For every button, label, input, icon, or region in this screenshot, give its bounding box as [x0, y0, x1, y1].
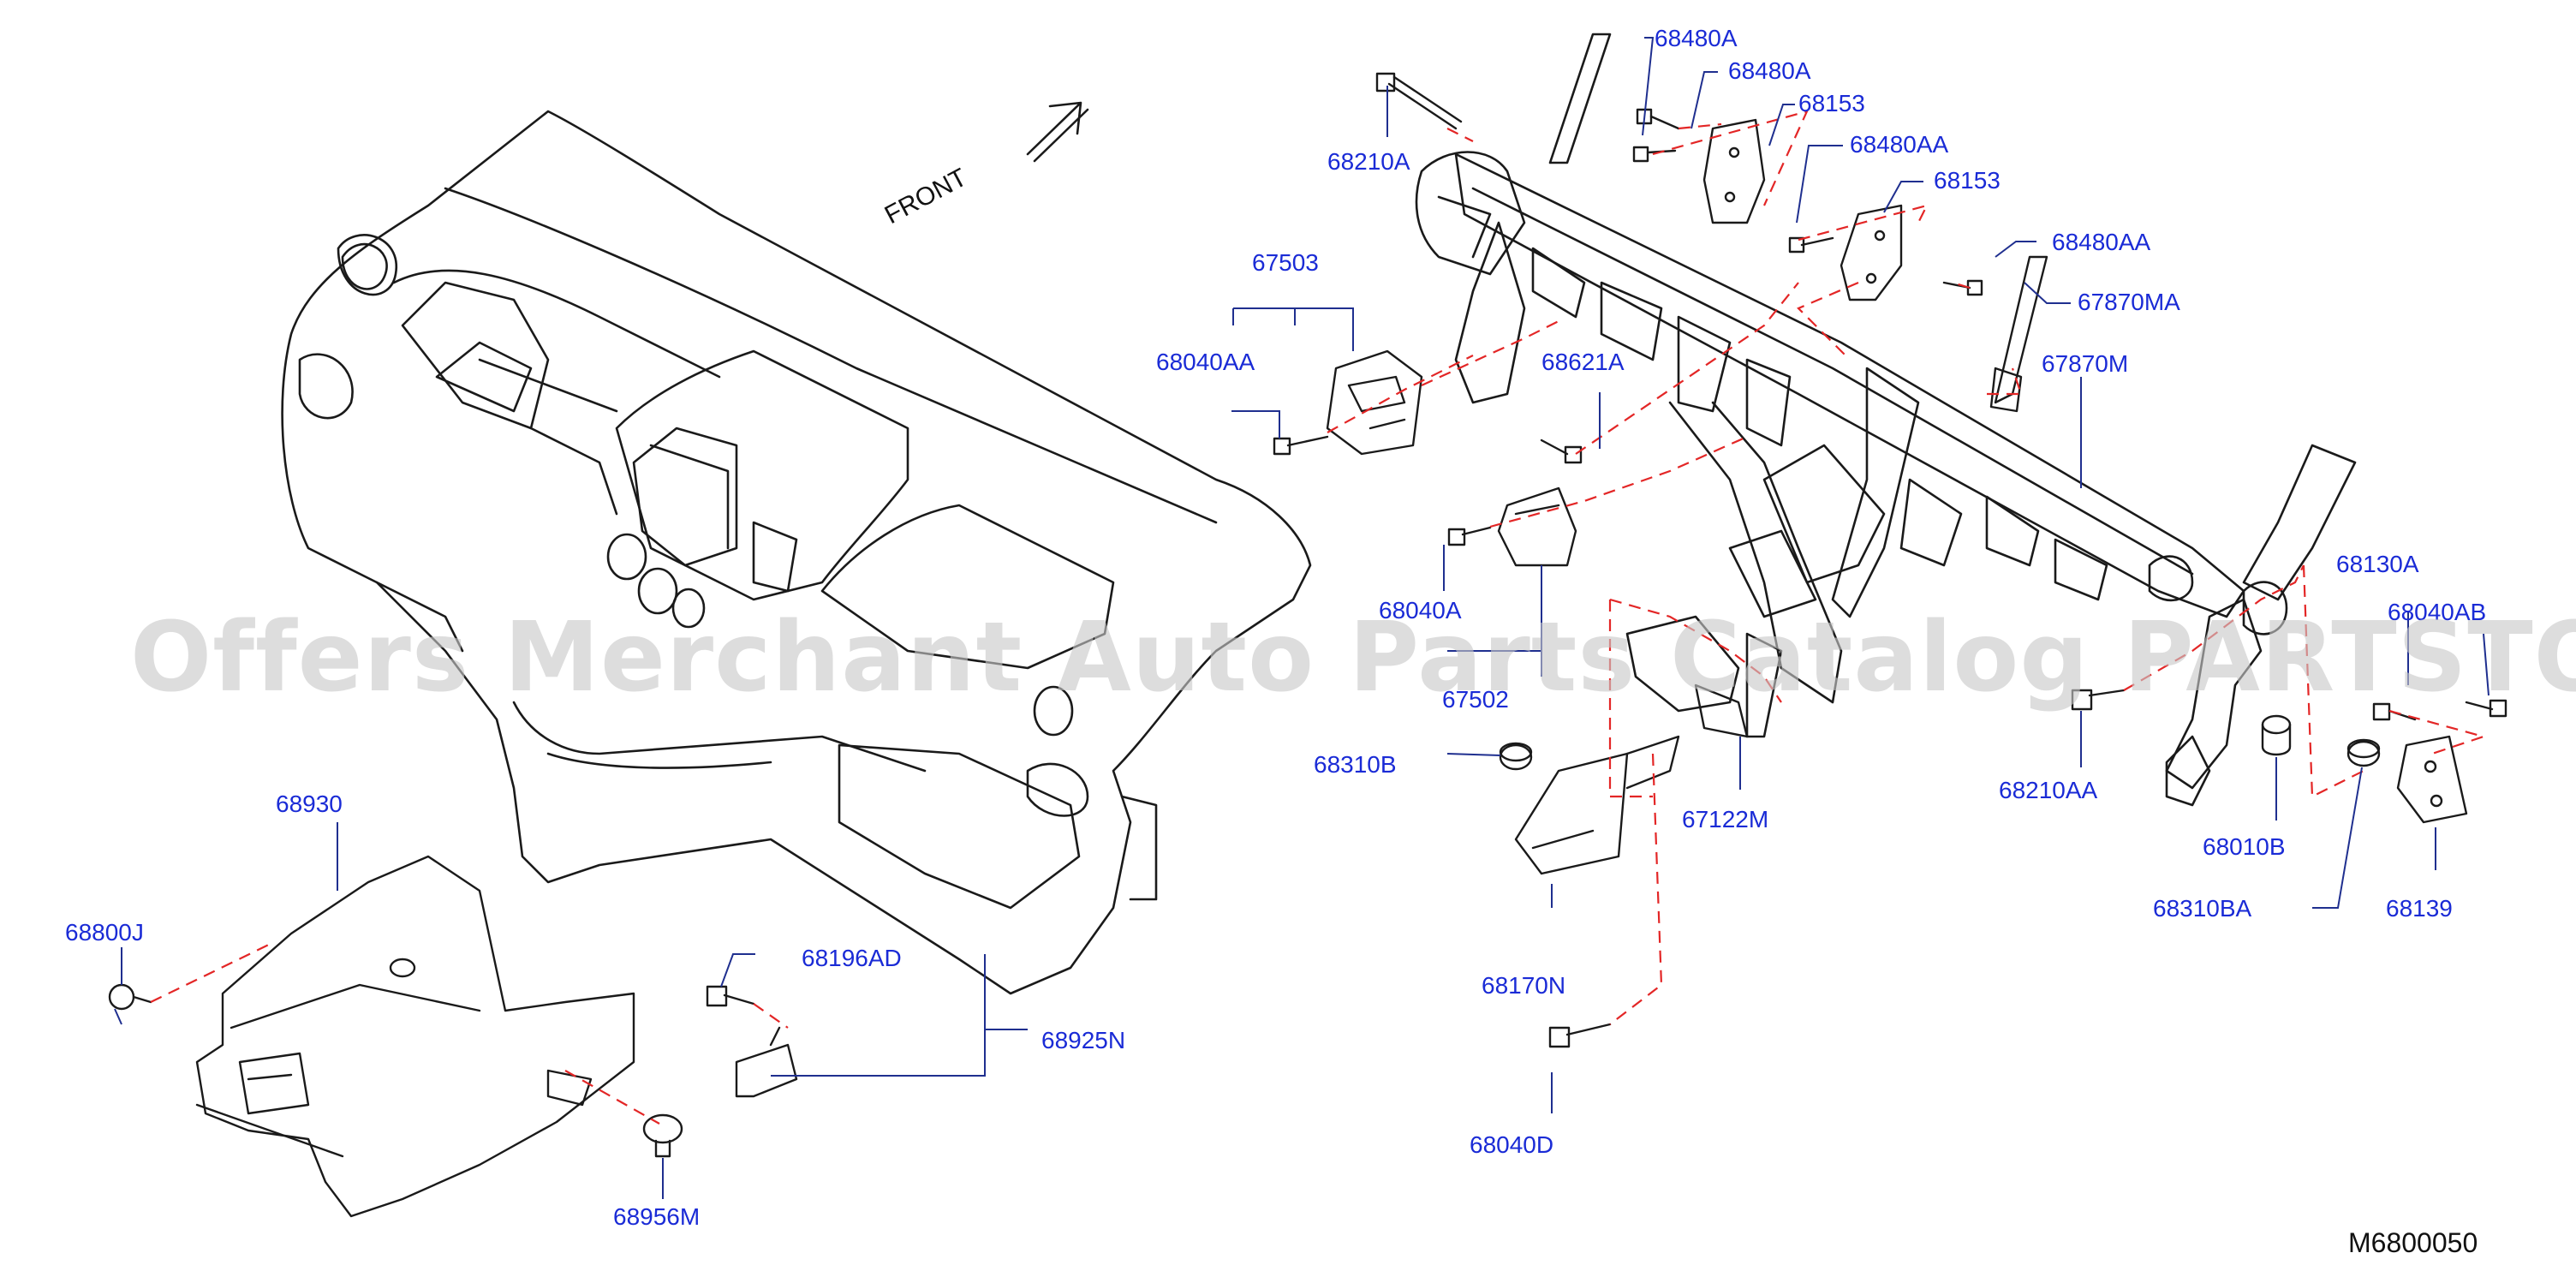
- label-68130A: 68130A: [2336, 551, 2419, 577]
- part-number-labels: 68480A 68480A 68153 68480AA 68153 68480A…: [65, 25, 2486, 1230]
- label-67502: 67502: [1442, 686, 1509, 713]
- bracket-68170N: [1514, 735, 1680, 875]
- label-68153-b: 68153: [1934, 167, 2001, 194]
- label-68040AA: 68040AA: [1156, 349, 1255, 375]
- label-67122M: 67122M: [1682, 806, 1768, 832]
- screw-68800J: [108, 983, 152, 1011]
- label-68925N: 68925N: [1041, 1027, 1125, 1053]
- nut-68310BA: [2346, 738, 2381, 767]
- label-68621A: 68621A: [1541, 349, 1625, 375]
- label-68930: 68930: [276, 791, 343, 817]
- label-68010B: 68010B: [2203, 833, 2286, 860]
- bracket-67122M: [1694, 683, 1749, 738]
- label-68310BA: 68310BA: [2153, 895, 2252, 922]
- label-68139: 68139: [2386, 895, 2453, 922]
- bracket-68153-a: [1702, 118, 1766, 224]
- label-68480AA-a: 68480AA: [1850, 131, 1949, 158]
- bolt-68480AA-a: [1788, 236, 1834, 254]
- label-67870M: 67870M: [2042, 350, 2128, 377]
- label-68040AB: 68040AB: [2388, 599, 2486, 625]
- bolt-68480AA-b: [1942, 279, 1983, 296]
- clip-68956M: [642, 1113, 683, 1158]
- bracket-67503: [1326, 349, 1423, 456]
- label-68480A-b: 68480A: [1728, 57, 1811, 84]
- label-68210AA: 68210AA: [1999, 777, 2098, 803]
- bracket-67502: [1497, 486, 1577, 567]
- label-68310B: 68310B: [1314, 751, 1397, 778]
- bolt-68621A: [1540, 439, 1583, 464]
- label-68956M: 68956M: [613, 1203, 700, 1230]
- label-68040A: 68040A: [1379, 597, 1462, 624]
- spacer-68010B: [2261, 714, 2292, 756]
- bolt-68210AA: [2071, 689, 2126, 711]
- bolt-68040AB: [2465, 699, 2507, 718]
- drawing-code: M6800050: [2348, 1227, 2478, 1258]
- watermark: Offers Merchant Auto Parts Catalog PARTS…: [130, 602, 2576, 713]
- label-68480A-a: 68480A: [1655, 25, 1738, 51]
- label-67870MA: 67870MA: [2078, 289, 2180, 315]
- bolt-68040D: [1548, 1023, 1612, 1048]
- bracket-68139: [2396, 735, 2468, 824]
- front-label: FRONT: [880, 164, 972, 230]
- bolt-68196AD: [706, 985, 755, 1007]
- label-68800J: 68800J: [65, 919, 144, 946]
- label-67503: 67503: [1252, 249, 1319, 276]
- label-68040D: 68040D: [1470, 1131, 1553, 1158]
- bolt-68040AA: [1273, 435, 1329, 456]
- nut-68310B: [1499, 742, 1533, 771]
- label-68170N: 68170N: [1482, 972, 1565, 999]
- bracket-68153-b: [1840, 204, 1903, 301]
- label-68153-a: 68153: [1798, 90, 1865, 116]
- steering-member-drawing: [1415, 33, 2357, 807]
- leader-lines: [114, 37, 2490, 1199]
- bracket-68925N: [735, 1026, 798, 1098]
- finisher-68930: [195, 855, 635, 1218]
- label-68196AD: 68196AD: [802, 945, 902, 971]
- instrument-panel-drawing: [281, 110, 1312, 995]
- label-68480AA-b: 68480AA: [2052, 229, 2151, 255]
- bolt-68040A: [1447, 526, 1492, 546]
- assembly-lines: [150, 110, 2487, 1125]
- front-direction-arrow: [1026, 101, 1089, 163]
- bolt-68210A: [1375, 72, 1463, 130]
- label-68210A: 68210A: [1327, 148, 1410, 175]
